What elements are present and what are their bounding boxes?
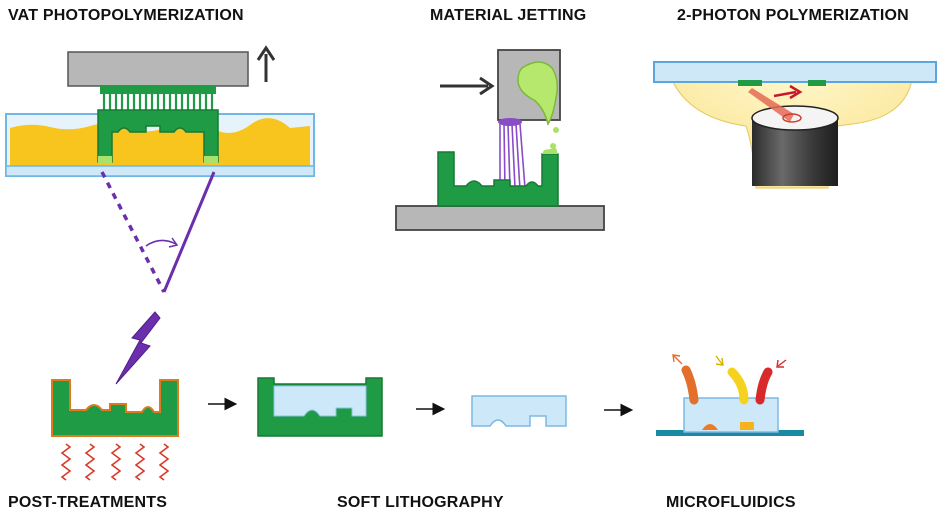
inlet-tube-red [755,367,773,405]
pdms-replica [471,395,567,427]
soft-lithography-label: SOFT LITHOGRAPHY [337,494,504,511]
laser-beam-solid [162,171,216,293]
build-platform [67,51,249,87]
vat-photopolymerization-illustration [5,45,315,385]
red-arrow-icon [773,84,803,100]
heat-wave [134,443,146,481]
resin-fill [10,118,310,166]
soft-lithography-mold [257,377,383,437]
support-pillars [100,86,216,112]
post-treatments-label: POST-TREATMENTS [8,494,168,511]
material-jetting-label: MATERIAL JETTING [430,7,587,24]
objective-lens [752,118,838,186]
chip-body [683,397,779,433]
heat-wave [110,443,122,481]
flow-arrows [208,397,634,417]
jetted-part [437,151,559,207]
ink-droplet [517,61,559,126]
vat-photopolymerization-label: VAT PHOTOPOLYMERIZATION [8,7,244,24]
glass-slide [653,61,937,83]
flow-direction-arrows [672,354,787,368]
heat-wave [84,443,96,481]
build-plate [395,205,605,231]
material-jetting-illustration [395,49,605,231]
printed-part [97,109,219,163]
up-arrow-icon [256,45,276,82]
post-treated-part [51,379,179,437]
laser-focus-beam [748,88,794,122]
outlet-tube [681,365,699,405]
two-photon-polymerization-label: 2-PHOTON POLYMERIZATION [677,7,909,24]
post-treatment-illustration [51,379,179,481]
right-arrow-icon [440,76,495,96]
pdms-fill [273,385,367,417]
microfluidics-label: MICROFLUIDICS [666,494,796,511]
inlet-tube-yellow [727,367,749,405]
angle-arrow [145,239,177,247]
chip-base [656,430,804,436]
laser-beam-dashed [100,171,166,293]
heat-wave [60,443,72,481]
microfluidic-chip [656,354,804,436]
heat-wave [158,443,170,481]
heat-waves-icon [60,443,170,481]
light-source-bolt-icon [115,311,161,385]
two-photon-illustration [653,61,937,189]
